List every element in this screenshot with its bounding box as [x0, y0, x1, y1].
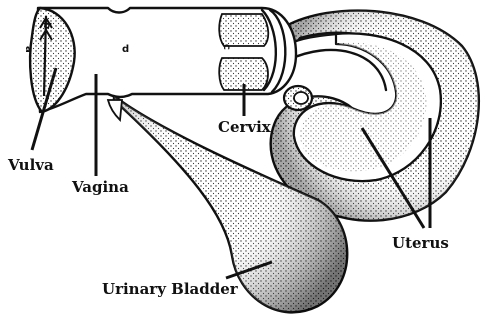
urinary-bladder-label: Urinary Bladder	[102, 280, 239, 298]
cervical-opening	[284, 86, 312, 110]
uterus-label: Uterus	[392, 234, 449, 252]
vagina-label: Vagina	[71, 178, 129, 196]
letter-a: a	[23, 46, 34, 53]
uterus-shape	[271, 11, 479, 221]
vulva-label: Vulva	[7, 156, 54, 174]
letter-d: d	[122, 44, 129, 55]
letter-b: b	[41, 22, 52, 29]
cervix-label: Cervix	[218, 118, 272, 136]
letter-c: c	[221, 44, 232, 50]
